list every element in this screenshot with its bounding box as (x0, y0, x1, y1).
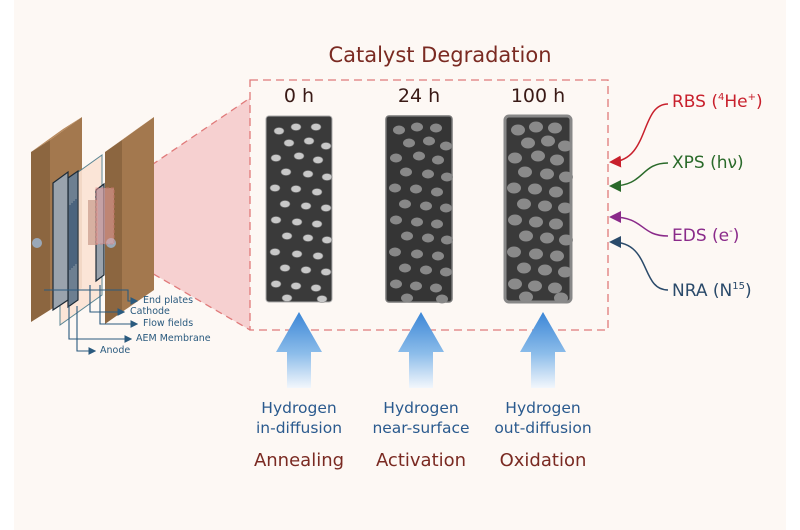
part-label-aem-membrane: AEM Membrane (136, 333, 211, 344)
eds-probe-arrow (609, 211, 669, 237)
xps-probe-arrow (609, 162, 669, 192)
hydrogen-arrow-0h (276, 312, 322, 388)
hydrogen-label-line2: out-diffusion (494, 419, 592, 437)
diagram-title: Catalyst Degradation (328, 43, 552, 67)
time-label-0h: 0 h (283, 85, 315, 107)
paren-close: ) (737, 153, 744, 173)
part-label-flow-fields: Flow fields (143, 318, 194, 329)
paren-open: ( (704, 153, 717, 173)
catalyst-block-24h (385, 115, 453, 304)
hydrogen-label-100h: Hydrogen out-diffusion (478, 398, 608, 438)
catalyst-block-100h (503, 114, 573, 304)
part-label-end-plates: End plates (143, 295, 194, 306)
paren-open: ( (706, 226, 719, 246)
hydrogen-label-0h: Hydrogen in-diffusion (234, 398, 364, 438)
hydrogen-label-line2: near-surface (372, 419, 470, 437)
paren-open: ( (705, 92, 719, 112)
paren-close: ) (756, 92, 763, 112)
technique-name: NRA (672, 281, 708, 301)
hydrogen-label-line1: Hydrogen (383, 399, 459, 417)
probe-symbol: He (724, 92, 748, 112)
superscript: 15 (732, 281, 745, 292)
hydrogen-arrow-24h (398, 312, 444, 388)
time-label-100h: 100 h (510, 85, 566, 107)
electrolyzer-cell-illustration (31, 117, 154, 326)
probe-symbol: e (718, 226, 730, 246)
part-leader-lines (44, 285, 139, 355)
process-label-annealing: Annealing (253, 450, 345, 471)
technique-label-nra: NRA (N15) (672, 281, 752, 301)
cathode-electrode (88, 200, 98, 245)
technique-name: EDS (672, 226, 707, 246)
paren-close: ) (732, 226, 740, 246)
technique-label-eds: EDS (e-) (672, 226, 739, 246)
superscript: - (729, 226, 733, 237)
probe-symbol: hν (716, 153, 738, 173)
rbs-probe-arrow (609, 103, 669, 168)
time-label-24h: 24 h (397, 85, 441, 107)
anode-electrode (69, 199, 77, 270)
technique-label-xps: XPS (hν) (672, 153, 744, 173)
probe-symbol: N (719, 281, 733, 301)
hydrogen-arrow-100h (520, 312, 566, 388)
part-label-cathode: Cathode (130, 306, 170, 317)
technique-label-rbs: RBS (4He+) (672, 92, 763, 112)
nra-probe-arrow (609, 236, 669, 291)
part-label-anode: Anode (100, 345, 131, 356)
process-label-activation: Activation (375, 450, 467, 471)
superscript: 4 (718, 92, 725, 103)
superscript: + (747, 92, 757, 103)
paren-close: ) (744, 281, 752, 301)
hydrogen-label-24h: Hydrogen near-surface (356, 398, 486, 438)
hydrogen-label-line2: in-diffusion (255, 419, 343, 437)
catalyst-block-0h (265, 115, 333, 303)
hydrogen-label-line1: Hydrogen (261, 399, 337, 417)
process-label-oxidation: Oxidation (499, 450, 587, 471)
technique-name: RBS (672, 92, 706, 112)
hydrogen-label-line1: Hydrogen (505, 399, 581, 417)
technique-name: XPS (672, 153, 705, 173)
paren-open: ( (707, 281, 720, 301)
